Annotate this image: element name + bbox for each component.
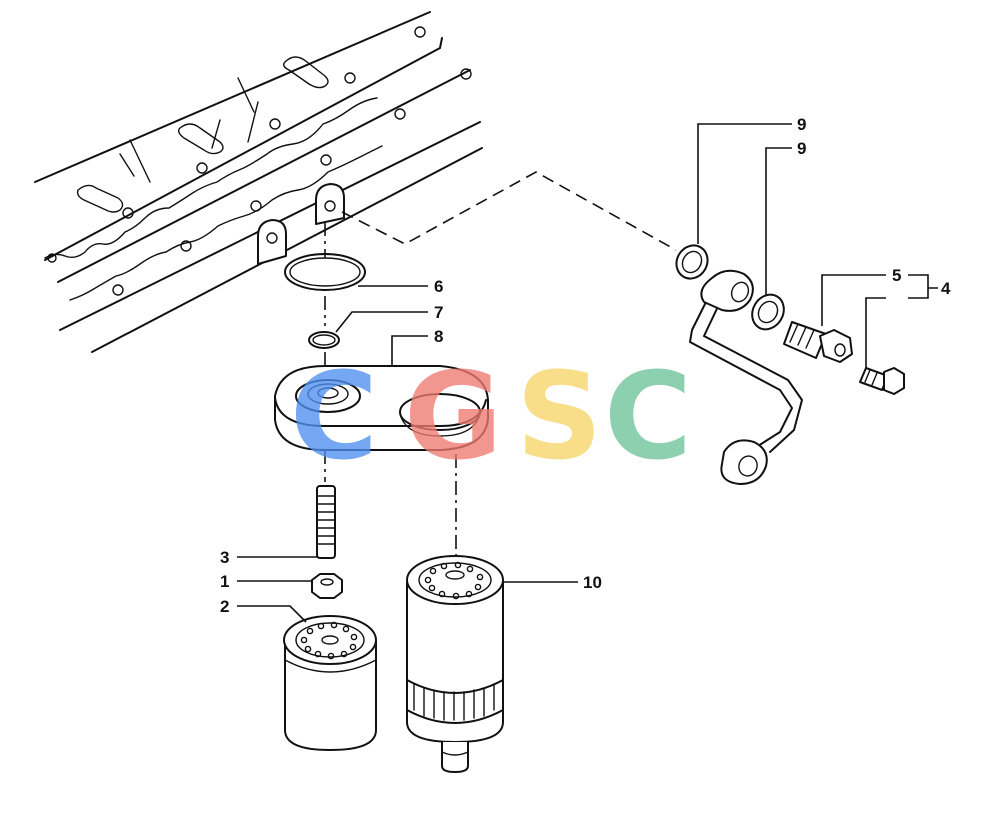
o-ring-large [284,253,366,291]
callout-9-upper: 9 [797,115,806,134]
watermark-letter-s: S [516,348,602,487]
callout-3: 3 [220,548,229,567]
callout-9-lower: 9 [797,139,806,158]
large-filter-cartridge [406,555,504,773]
watermark-letter-g: G [404,348,503,487]
callout-5: 5 [892,266,901,285]
callout-7: 7 [434,303,443,322]
callout-6: 6 [434,277,443,296]
hex-bolt [859,367,905,395]
banjo-pipe [689,269,803,485]
watermark-logo: C G S C [290,348,692,487]
callout-8: 8 [434,327,443,346]
copper-washer-2 [751,293,785,331]
small-filter-cartridge [283,615,377,751]
callout-10: 10 [583,573,602,592]
hex-nut [311,573,343,599]
banjo-bolt [783,321,853,363]
threaded-stud [316,485,336,559]
leader-lines [237,123,938,623]
engine-block-outline [34,11,483,353]
seal-ring-small [308,331,340,349]
callout-labels: 1 2 3 4 5 6 7 8 9 9 10 [220,115,951,616]
callout-2: 2 [220,597,229,616]
callout-1: 1 [220,572,229,591]
copper-washer-1 [675,244,709,280]
callout-4: 4 [941,279,951,298]
watermark-letter-c2: C [604,348,692,487]
assembly-lines [324,171,677,572]
watermark-letter-c1: C [290,348,378,487]
filter-head-adapter [274,365,489,451]
